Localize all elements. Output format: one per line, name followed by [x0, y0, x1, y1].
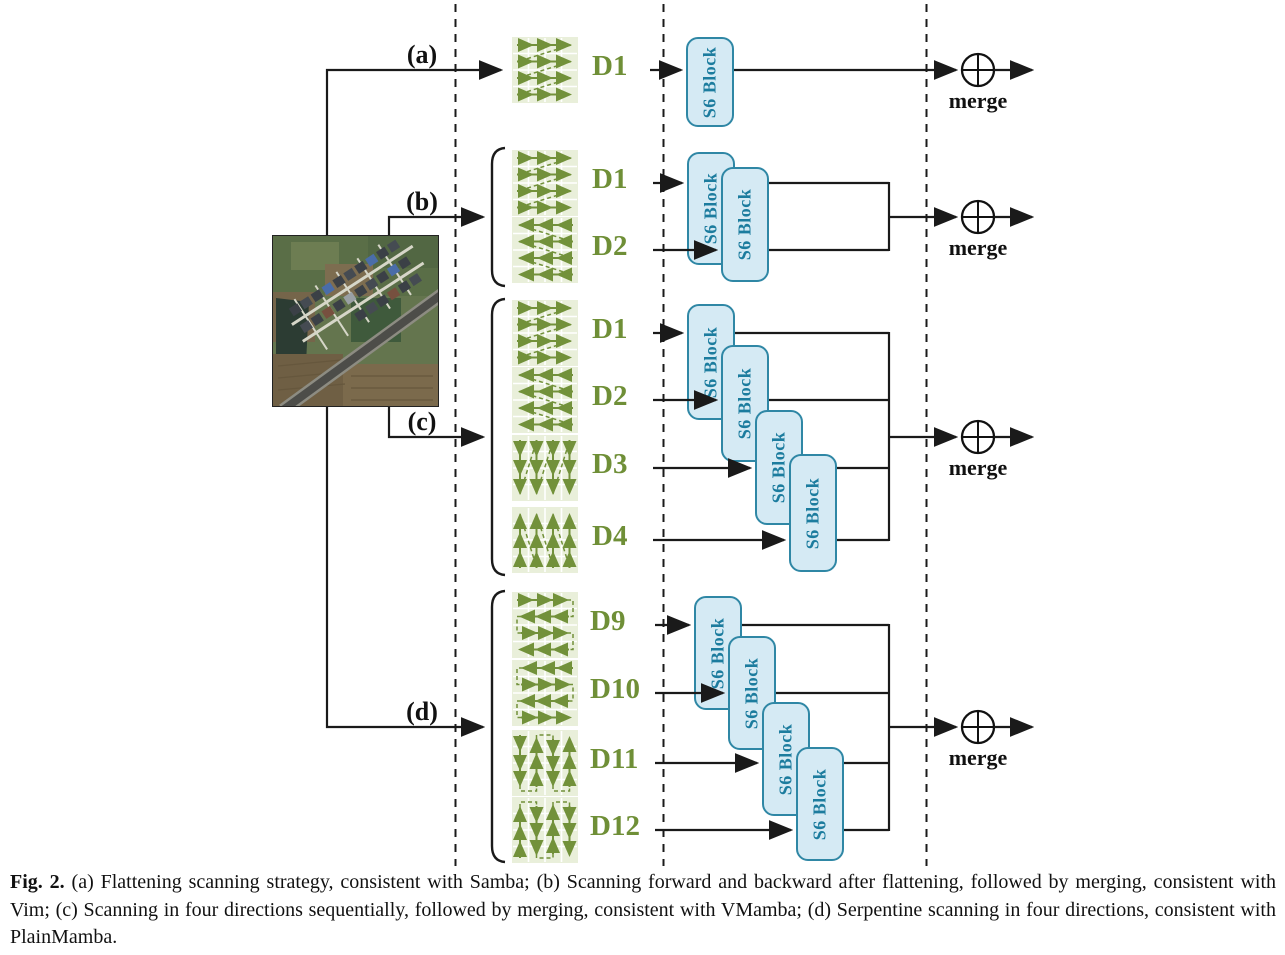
figure-caption: Fig. 2. (a) Flattening scanning strategy… [10, 869, 1276, 952]
direction-label-d-D10: D10 [590, 673, 640, 705]
road [280, 288, 448, 414]
s6-block-label: S6 Block [700, 326, 721, 398]
group-braces [490, 146, 506, 864]
brace-b [490, 146, 506, 288]
merge-symbol-b [960, 199, 1035, 235]
direction-label-d-D9: D9 [590, 605, 626, 637]
scan-pattern-b-D1-icon [512, 150, 578, 216]
s6-block-label: S6 Block [700, 172, 721, 245]
s6-block-a-1: S6 Block [686, 37, 734, 127]
merge-label-b: merge [948, 235, 1008, 260]
s6-block-b-2: S6 Block [721, 167, 769, 282]
s6-block-label: S6 Block [809, 768, 830, 840]
scan-pattern-c-D3-icon [512, 435, 578, 501]
merge-label-a: merge [948, 88, 1008, 113]
direction-label-d-D11: D11 [590, 743, 639, 775]
s6-block-c-4: S6 Block [789, 454, 837, 572]
brace-d [490, 589, 506, 864]
merge-symbol-c [960, 419, 1035, 455]
direction-label-d-D12: D12 [590, 810, 640, 842]
village-band [288, 239, 425, 350]
merge-symbol-a [960, 52, 1035, 88]
s6-block-label: S6 Block [768, 431, 789, 504]
figure-caption-number: Fig. 2. [10, 871, 65, 893]
branch-label-a: (a) [406, 40, 438, 69]
scan-pattern-b-D2-icon [512, 217, 578, 283]
scan-pattern-d-D9-icon [512, 592, 578, 658]
branch-label-c: (c) [407, 407, 437, 436]
direction-arrows-layer [650, 60, 794, 840]
s6-block-label: S6 Block [741, 657, 762, 729]
s6-block-label: S6 Block [734, 188, 755, 261]
merge-label-c: merge [948, 455, 1008, 480]
scan-pattern-c-D1-icon [512, 300, 578, 366]
brace-c [490, 297, 506, 577]
direction-label-c-D3: D3 [592, 448, 628, 480]
direction-label-c-D2: D2 [592, 380, 628, 412]
branch-label-d: (d) [406, 697, 438, 726]
scan-pattern-d-D12-icon [512, 797, 578, 863]
direction-label-c-D4: D4 [592, 520, 628, 552]
merge-symbol-d [960, 709, 1035, 745]
branch-label-b: (b) [406, 187, 438, 216]
direction-label-c-D1: D1 [592, 313, 628, 345]
scan-pattern-d-D10-icon [512, 660, 578, 726]
s6-block-label: S6 Block [699, 46, 720, 118]
s6-block-d-4: S6 Block [796, 747, 844, 861]
figure-caption-text: (a) Flattening scanning strategy, consis… [10, 871, 1277, 949]
direction-label-b-D2: D2 [592, 230, 628, 262]
s6-block-label: S6 Block [775, 723, 796, 795]
s6-block-label: S6 Block [802, 477, 823, 549]
satellite-image [272, 235, 449, 416]
merge-label-d: merge [948, 745, 1008, 770]
direction-label-a-D1: D1 [592, 50, 628, 82]
branch-b-line [387, 207, 486, 236]
scan-pattern-a-D1-icon [512, 37, 578, 103]
scan-pattern-d-D11-icon [512, 730, 578, 796]
s6-block-label: S6 Block [734, 367, 755, 440]
scan-pattern-c-D4-icon [512, 507, 578, 573]
direction-label-b-D1: D1 [592, 163, 628, 195]
satellite-image-art [273, 236, 449, 416]
diagram-lines-layer [325, 4, 1035, 866]
merge-operators [960, 52, 1035, 745]
scan-pattern-c-D2-icon [512, 367, 578, 433]
s6-block-label: S6 Block [707, 617, 728, 689]
branch-d-line [325, 404, 486, 737]
